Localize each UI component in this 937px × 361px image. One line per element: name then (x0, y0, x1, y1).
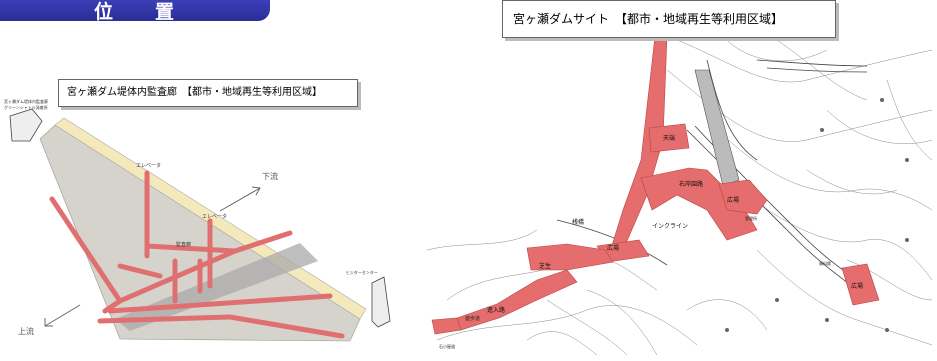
label-downstream: 下流 (262, 171, 278, 181)
label-elevator-2: エレベータ (202, 213, 227, 220)
section-banner: 位 置 (0, 0, 270, 23)
label-upstream: 上流 (18, 326, 34, 336)
label-river-road: 石小屋道 (439, 343, 455, 349)
label-plaza-1: 広場 (607, 244, 619, 252)
right-panel-title: 宮ヶ瀬ダムサイト 【都市・地域再生等利用区域】 (502, 0, 836, 38)
banner-char-2: 置 (155, 1, 177, 23)
label-path: 遊歩道 (465, 315, 480, 322)
dam-face (39, 124, 361, 342)
label-plaza-2: 広場 (727, 196, 739, 204)
label-incline: インクライン (652, 223, 688, 230)
banner-char-1: 位 (93, 1, 115, 23)
label-bridge: 桟橋 (572, 218, 584, 226)
label-top-left-building: 宮ヶ瀬ダム堤体内監査廊 (4, 98, 48, 104)
label-admin: 管理所 (745, 215, 757, 221)
flow-arrows (44, 186, 261, 327)
right-building-shape (371, 276, 391, 328)
dam-site-map: 天端 右岸園路 インクライン 広場 広場 広場 桟橋 芝生 管理所 遊歩道 進入… (427, 0, 937, 361)
map-symbols (725, 98, 909, 332)
dam-gallery-diagram: 宮ヶ瀬ダム堤体内監査廊 グリーンシャトル発着所 エレベータ エレベータ 下流 上… (0, 21, 420, 361)
label-top-left-building2: グリーンシャトル発着所 (4, 104, 48, 110)
label-dam-crest: 天端 (663, 134, 675, 142)
gallery-routes (49, 170, 345, 339)
left-building-shape (9, 108, 43, 142)
dam-diagram-svg: 宮ヶ瀬ダム堤体内監査廊 グリーンシャトル発着所 エレベータ エレベータ 下流 上… (4, 98, 391, 342)
left-panel-title: 宮ヶ瀬ダム堤体内監査廊 【都市・地域再生等利用区域】 (58, 79, 358, 107)
label-right-bank-path: 右岸園路 (679, 180, 703, 188)
dam-body (694, 69, 740, 187)
site-map-svg: 天端 右岸園路 インクライン 広場 広場 広場 桟橋 芝生 管理所 遊歩道 進入… (427, 35, 933, 356)
label-plaza-3: 広場 (851, 282, 863, 290)
label-lawn: 芝生 (539, 262, 551, 270)
label-entrance: 進入路 (487, 306, 505, 314)
label-elevator-1: エレベータ (136, 162, 161, 169)
label-right-building: ビジターセンター (346, 269, 378, 275)
site-routes (431, 35, 880, 335)
label-gallery-room: 監査廊 (176, 241, 191, 248)
label-vc: 資料館 (819, 260, 831, 266)
